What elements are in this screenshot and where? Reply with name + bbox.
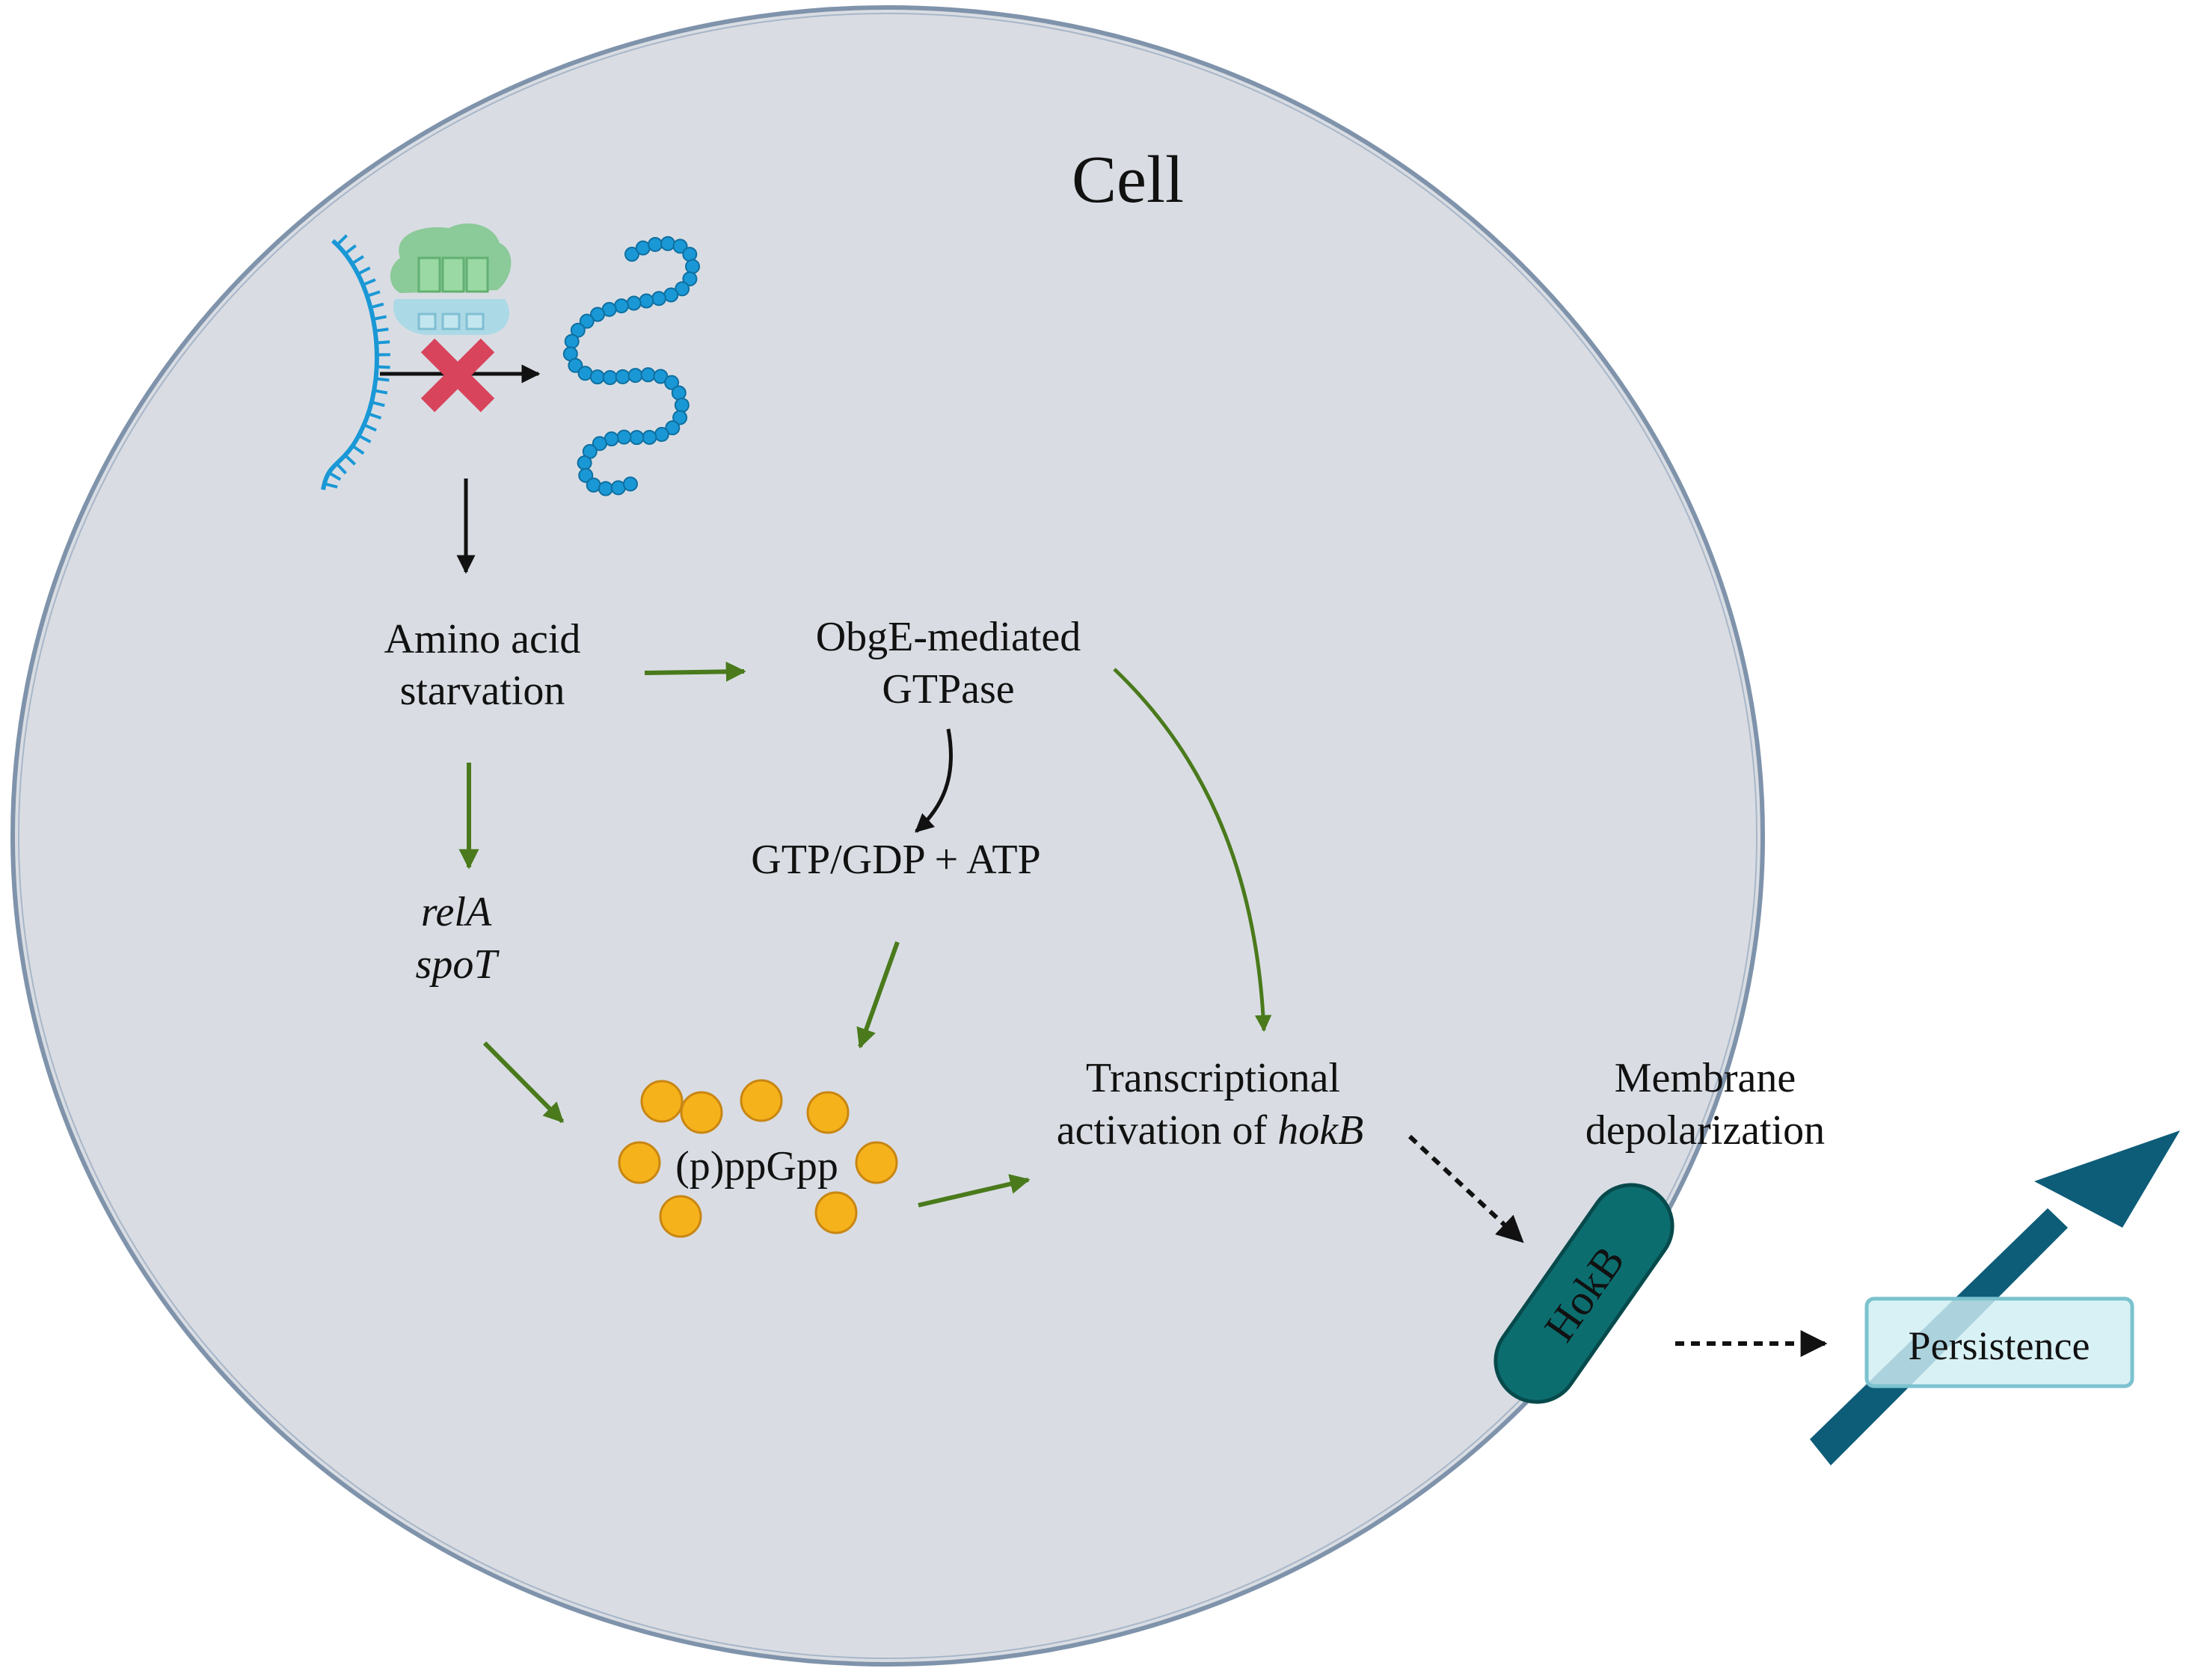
membrane-depolarization-label-line1: Membrane [1615,1055,1796,1101]
amino-acid-bead [651,291,666,307]
amino-acid-bead [592,436,607,452]
amino-acid-bead [648,236,663,252]
ppgpp-molecule [680,1091,723,1134]
ppgpp-molecule [855,1141,898,1184]
ppgpp-molecule [740,1079,783,1122]
amino-acid-bead [671,385,687,401]
amino-acid-bead [635,240,651,256]
obge-gtpase-label-line1: ObgE-mediated [816,614,1081,660]
mrna-base-tick [351,255,364,265]
mrna-base-tick [371,401,385,407]
amino-acid-bead [589,369,605,385]
ppgpp-molecule [640,1080,684,1123]
mrna-base-tick [336,234,349,246]
amino-acid-bead [665,420,681,436]
amino-acid-starvation-label-line2: starvation [400,668,565,714]
amino-acid-bead [642,429,657,445]
arrow-starvation-to-obge [644,661,746,682]
ppgpp-molecule [806,1091,850,1134]
cell-membrane-inner [18,13,1757,1659]
mrna-base-tick [375,327,389,333]
mrna-base-tick [344,244,357,256]
amino-acid-bead [578,467,594,483]
mrna-base-tick [328,471,342,481]
amino-acid-bead [590,307,606,322]
amino-acid-bead [640,367,656,383]
amino-acid-bead [639,293,654,309]
ppgpp-molecule [814,1191,858,1234]
amino-acid-bead [675,281,690,297]
amino-acid-bead [602,370,618,386]
gtp-gdp-atp-label: GTP/GDP + ATP [751,837,1040,883]
obge-gtpase-label-line2: GTPase [882,666,1014,713]
arrow-transcription-to-hokb [1407,1134,1524,1243]
amino-acid-bead [626,295,642,311]
amino-acid-bead [568,357,583,373]
ppgpp-label: (p)ppGpp [675,1143,838,1190]
ppgpp-molecule [618,1141,661,1184]
amino-acid-bead [579,313,595,329]
amino-acid-bead [622,476,638,492]
mrna-base-tick [363,423,377,432]
amino-acid-bead [672,410,688,425]
amino-acid-bead [613,298,629,314]
arrow-gtp-to-ppgpp [856,941,900,1049]
membrane-depolarization-label-line2: depolarization [1585,1107,1825,1154]
amino-acid-bead [654,427,669,443]
amino-acid-bead [615,369,630,384]
cell-membrane [10,5,1765,1667]
mrna-base-tick [362,278,376,286]
mrna-base-tick [372,315,387,321]
amino-acid-bead [564,333,580,349]
mrna-base-tick [373,389,388,395]
amino-acid-bead [685,259,701,274]
red-cross-icon [420,338,495,413]
amino-acid-bead [616,429,632,445]
rela-label: relA [421,889,492,935]
amino-acid-starvation-label-line1: Amino acid [384,616,581,662]
mrna-base-tick [344,454,357,466]
amino-acid-bead [577,366,593,381]
mrna-base-tick [335,462,347,475]
ribosome-icon [390,223,512,335]
mrna-base-tick [351,444,365,455]
amino-acid-bead [629,430,645,446]
transcriptional-activation-label-line2: activation of hokB [1057,1107,1364,1154]
amino-acid-bead [682,271,698,286]
transcriptional-activation-label-line1: Transcriptional [1086,1055,1340,1101]
amino-acid-bead [672,239,688,254]
amino-acid-bead [660,236,675,251]
amino-acid-chain-icon [562,236,701,496]
mrna-base-tick [375,377,390,382]
persistence-box [1864,1296,2134,1388]
ppgpp-molecule [659,1195,702,1238]
mrna-base-tick [367,412,382,419]
mrna-strand-icon [321,234,390,490]
mrna-base-tick [366,290,381,298]
amino-acid-bead [663,287,679,303]
amino-acid-bead [682,247,698,262]
amino-acid-bead [627,368,643,384]
amino-acid-bead [577,455,592,471]
mrna-base-tick [376,365,390,369]
mrna-base-tick [369,302,384,310]
arrow-ppgpp-to-transcription [918,1174,1031,1207]
spot-label: spoT [416,941,500,988]
mrna-base-tick [324,482,338,489]
amino-acid-bead [664,375,680,390]
amino-acid-bead [674,397,690,413]
mrna-base-tick [357,434,372,443]
arrow-obge-to-transcription [1113,668,1272,1033]
amino-acid-bead [598,481,613,496]
persistence-label: Persistence [1909,1323,2090,1368]
arrow-rela-to-ppgpp [482,1041,565,1124]
amino-acid-bead [624,247,639,262]
mrna-base-tick [357,266,371,276]
ppgpp-molecule-icon [618,1079,898,1238]
arrow-obge-to-gtp [915,728,953,833]
cell-label: Cell [1072,143,1184,217]
